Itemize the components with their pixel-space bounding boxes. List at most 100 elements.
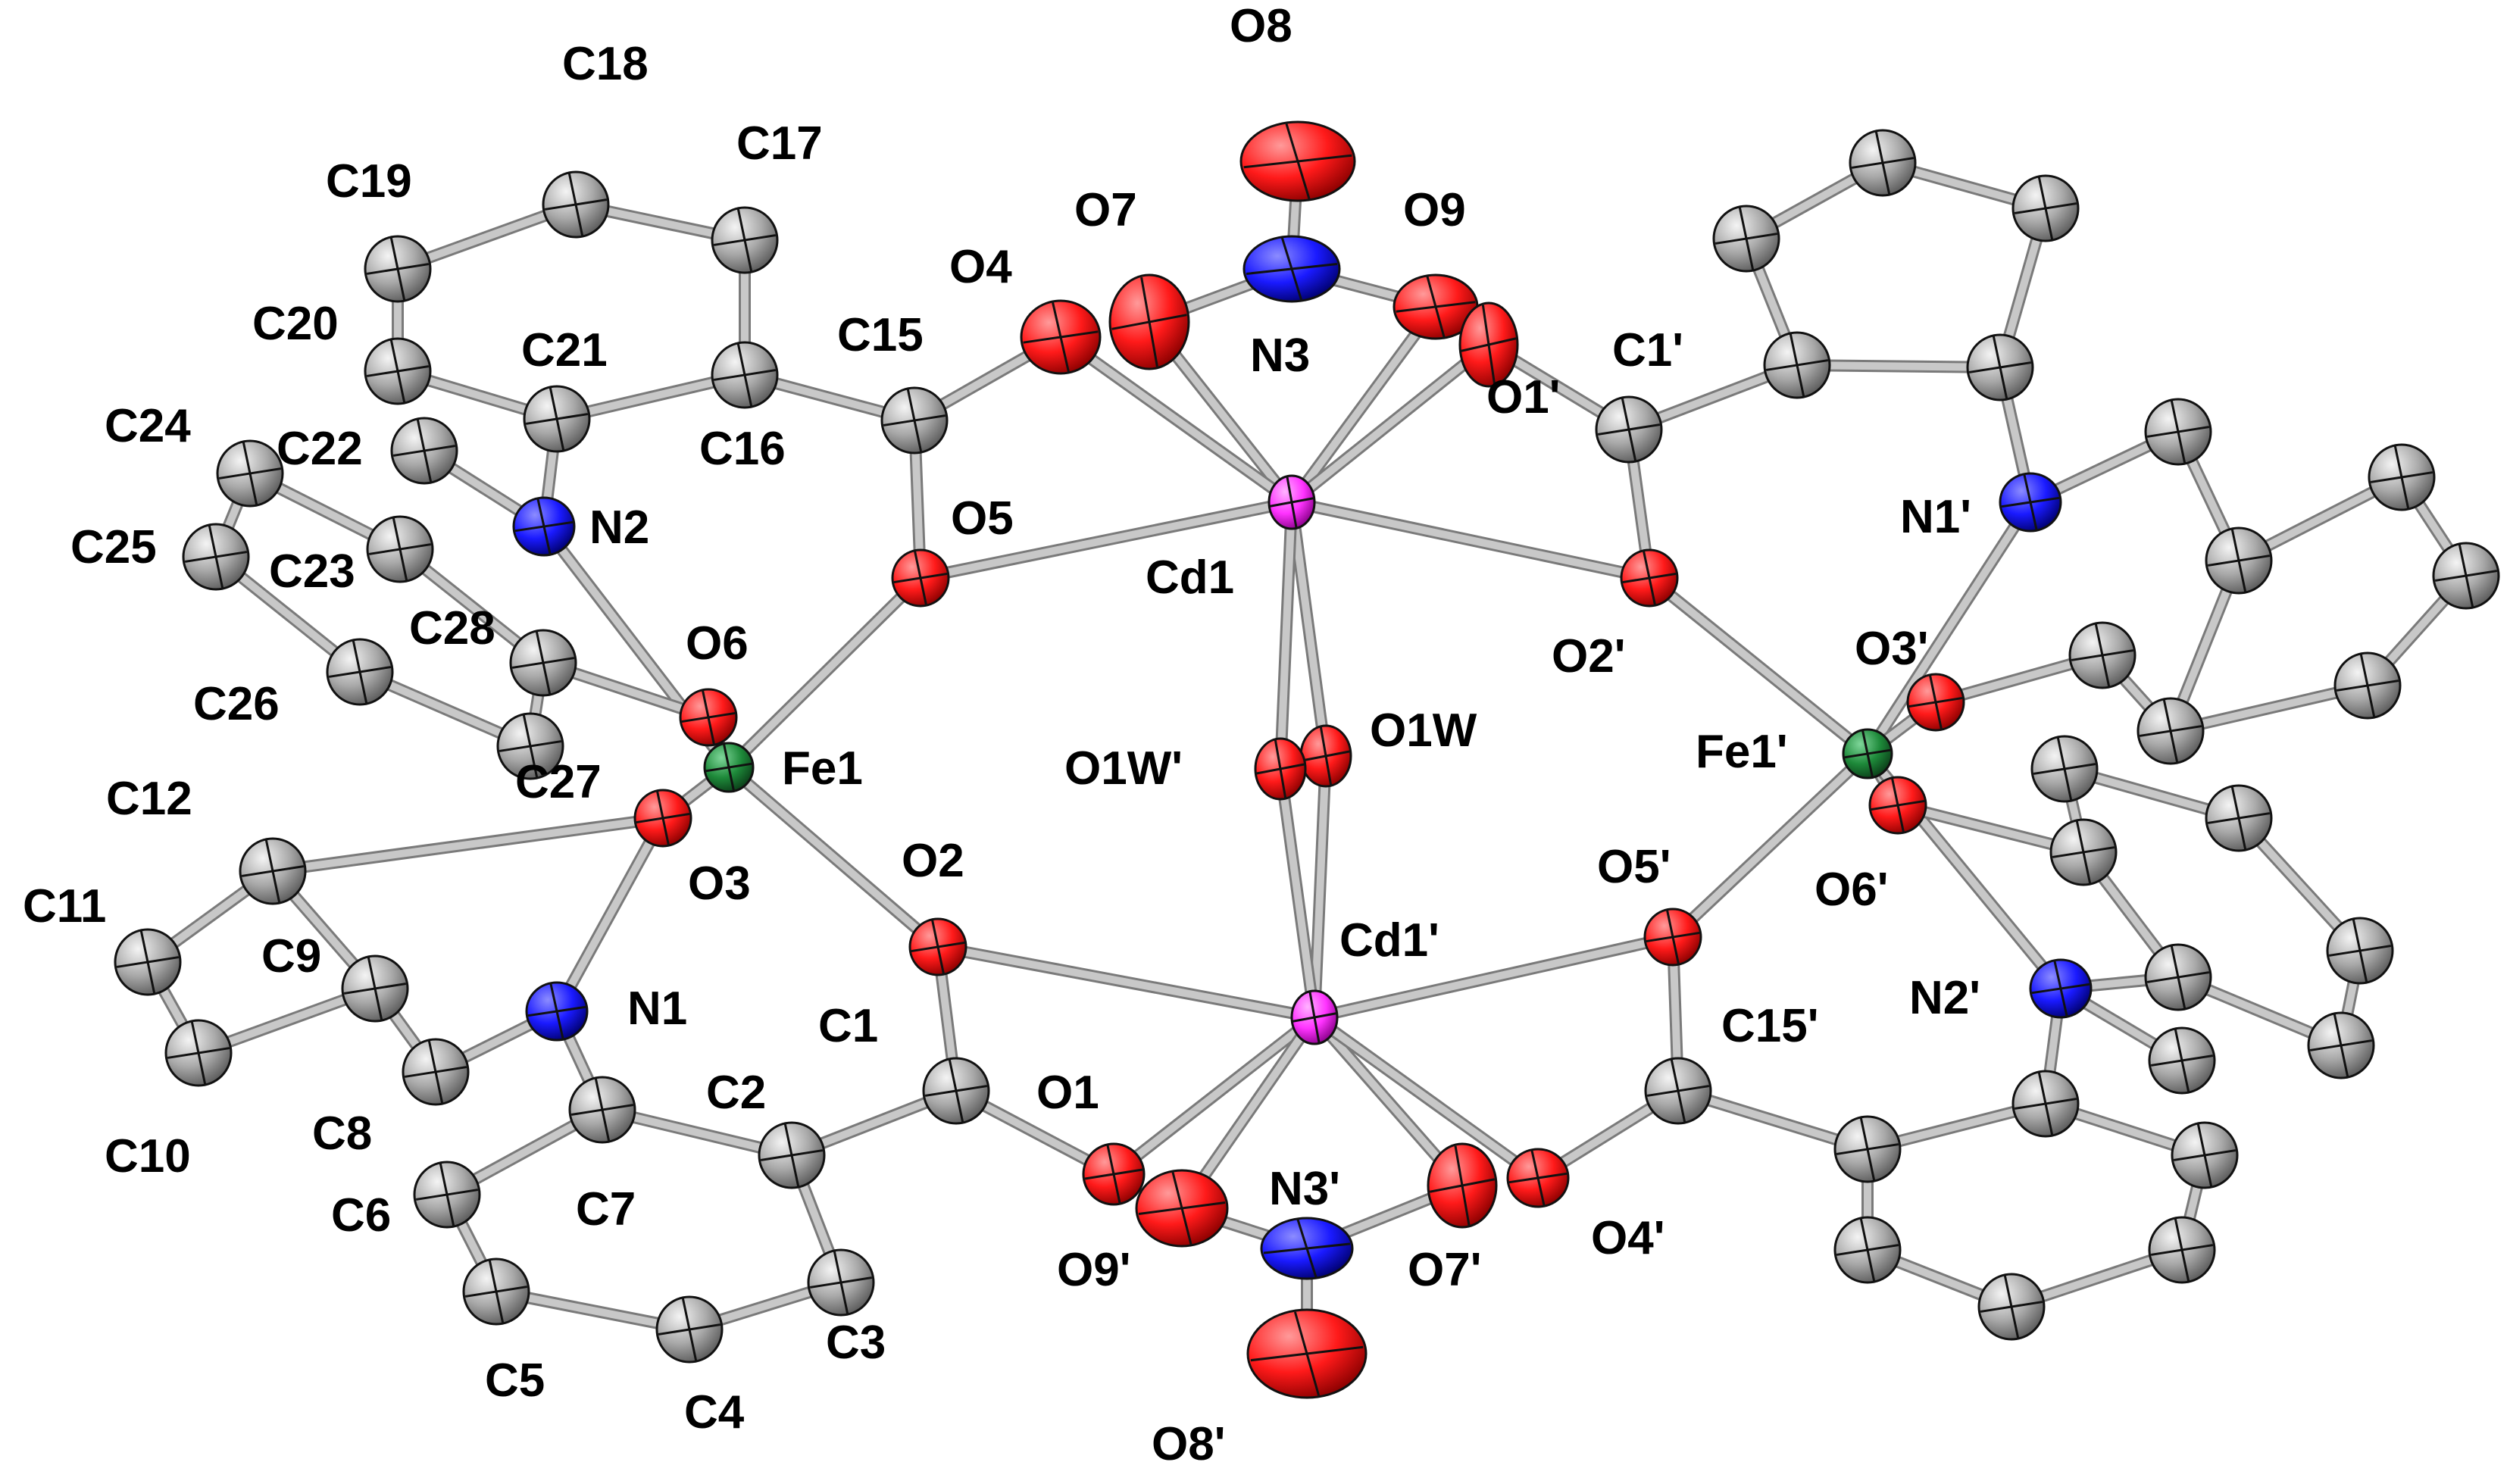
atom-c20	[364, 337, 432, 405]
bond-o1-prime-cd1	[1286, 339, 1495, 508]
atom-ra4	[2011, 174, 2080, 242]
bond-cd1-prime-o1w-prime	[1274, 763, 1321, 1023]
atom-ra3	[1849, 129, 1917, 197]
atom-label-n2: N2	[589, 501, 649, 554]
atom-label-o3: O3	[688, 858, 751, 910]
atom-rc4	[2326, 917, 2394, 985]
atom-c8	[402, 1038, 470, 1106]
atom-c25	[182, 523, 250, 591]
atom-o7-prime	[1427, 1142, 1498, 1229]
atom-c2	[758, 1121, 826, 1189]
atom-label-c11: C11	[23, 880, 106, 933]
atom-rb3	[2368, 443, 2436, 511]
atom-rb1	[2144, 398, 2212, 466]
atom-rc1	[2049, 818, 2118, 886]
atom-label-c16: C16	[699, 423, 786, 475]
bond-cd1-o1w-prime	[1274, 496, 1298, 775]
atom-o7	[1108, 273, 1190, 370]
atom-rd5	[2171, 1121, 2239, 1189]
atom-o1w-prime	[1254, 737, 1307, 801]
atom-label-c22: C22	[277, 423, 363, 475]
atom-rb2	[2205, 526, 2273, 595]
atom-fe1	[703, 742, 755, 793]
atom-label-cd1-prime: Cd1'	[1339, 914, 1439, 967]
atom-o5	[891, 548, 950, 608]
atom-c1	[922, 1057, 990, 1125]
atom-label-o1w: O1W	[1370, 705, 1477, 757]
atom-c23	[366, 515, 434, 583]
atom-rd1	[1833, 1115, 1902, 1183]
atom-o2-prime	[1620, 548, 1679, 608]
atom-label-c18: C18	[562, 38, 649, 90]
atom-c11	[114, 928, 182, 996]
atom-rd2	[1833, 1216, 1902, 1284]
atom-o4	[1020, 299, 1102, 375]
atom-label-o1w-prime: O1W'	[1064, 742, 1183, 795]
atom-rc6	[2144, 943, 2212, 1011]
atom-c16	[711, 341, 779, 409]
atom-rd6	[2011, 1070, 2080, 1138]
atom-c6	[413, 1161, 481, 1229]
atom-o5-prime	[1643, 908, 1702, 967]
atom-ra5	[1966, 333, 2034, 401]
atom-label-c6: C6	[331, 1189, 391, 1242]
bond-cd1-prime-o1w	[1308, 750, 1332, 1023]
atom-label-o5: O5	[951, 492, 1014, 545]
atom-rc3	[2205, 784, 2273, 852]
atom-label-o2: O2	[902, 835, 964, 887]
atom-label-fe1-prime: Fe1'	[1696, 726, 1788, 778]
atom-c9	[341, 954, 409, 1023]
atom-label-c24: C24	[105, 400, 191, 452]
atom-label-n3: N3	[1250, 330, 1310, 382]
atom-rb5	[2333, 651, 2402, 720]
atom-ra1	[1763, 331, 1831, 399]
atom-label-o3-prime: O3'	[1855, 623, 1928, 675]
bond-o5-prime-fe1-prime	[1667, 748, 1874, 943]
atom-n3-prime	[1260, 1217, 1354, 1280]
bond-o4-cd1	[1055, 331, 1298, 508]
atom-ra2	[1712, 205, 1780, 273]
atom-o1	[1082, 1142, 1146, 1206]
atom-label-c17: C17	[736, 117, 823, 170]
atom-c3	[807, 1248, 875, 1317]
bond-o9-cd1	[1286, 301, 1442, 508]
atom-rc7	[2148, 1026, 2216, 1095]
atom-label-o2-prime: O2'	[1552, 630, 1625, 683]
bond-n1-o3	[551, 812, 669, 1017]
atom-o3-prime	[1906, 673, 1965, 732]
atom-c27	[496, 712, 564, 780]
atom-c28	[509, 629, 577, 697]
bond-o1-cd1-prime	[1108, 1011, 1321, 1180]
atom-label-c3: C3	[826, 1317, 886, 1369]
atom-c26	[326, 638, 394, 706]
atom-label-o8-prime: O8'	[1152, 1418, 1225, 1470]
atom-label-n2-prime: N2'	[1909, 972, 1980, 1024]
atom-label-o5-prime: O5'	[1597, 841, 1671, 893]
atom-label-c27: C27	[515, 756, 602, 808]
atom-label-c8: C8	[312, 1108, 372, 1160]
atom-c1-prime	[1595, 395, 1663, 464]
atom-c17	[711, 206, 779, 274]
atom-c19	[364, 235, 432, 303]
atom-c10	[164, 1019, 233, 1087]
atom-label-c19: C19	[326, 155, 412, 208]
atom-label-cd1: Cd1	[1146, 551, 1234, 604]
atom-cd1	[1268, 474, 1316, 530]
bond-o2-cd1-prime	[932, 941, 1321, 1023]
atom-c24	[216, 439, 284, 508]
atom-o6-prime	[1868, 776, 1927, 835]
atom-label-fe1: Fe1	[782, 742, 863, 795]
atom-o1-prime	[1458, 301, 1519, 388]
atom-o3	[633, 789, 692, 848]
atom-c12	[239, 837, 307, 905]
bond-o3-c12	[267, 812, 669, 877]
atom-label-c23: C23	[269, 545, 355, 598]
bond-o5-cd1	[914, 496, 1298, 584]
atom-label-n1-prime: N1'	[1900, 491, 1971, 543]
atom-rc5	[2307, 1011, 2375, 1079]
bond-ra5-ra1	[1791, 359, 2006, 373]
atom-label-n3-prime: N3'	[1269, 1163, 1340, 1215]
atom-label-o7-prime: O7'	[1408, 1244, 1481, 1296]
atom-rb7	[2068, 621, 2136, 689]
atom-o2	[908, 917, 967, 976]
